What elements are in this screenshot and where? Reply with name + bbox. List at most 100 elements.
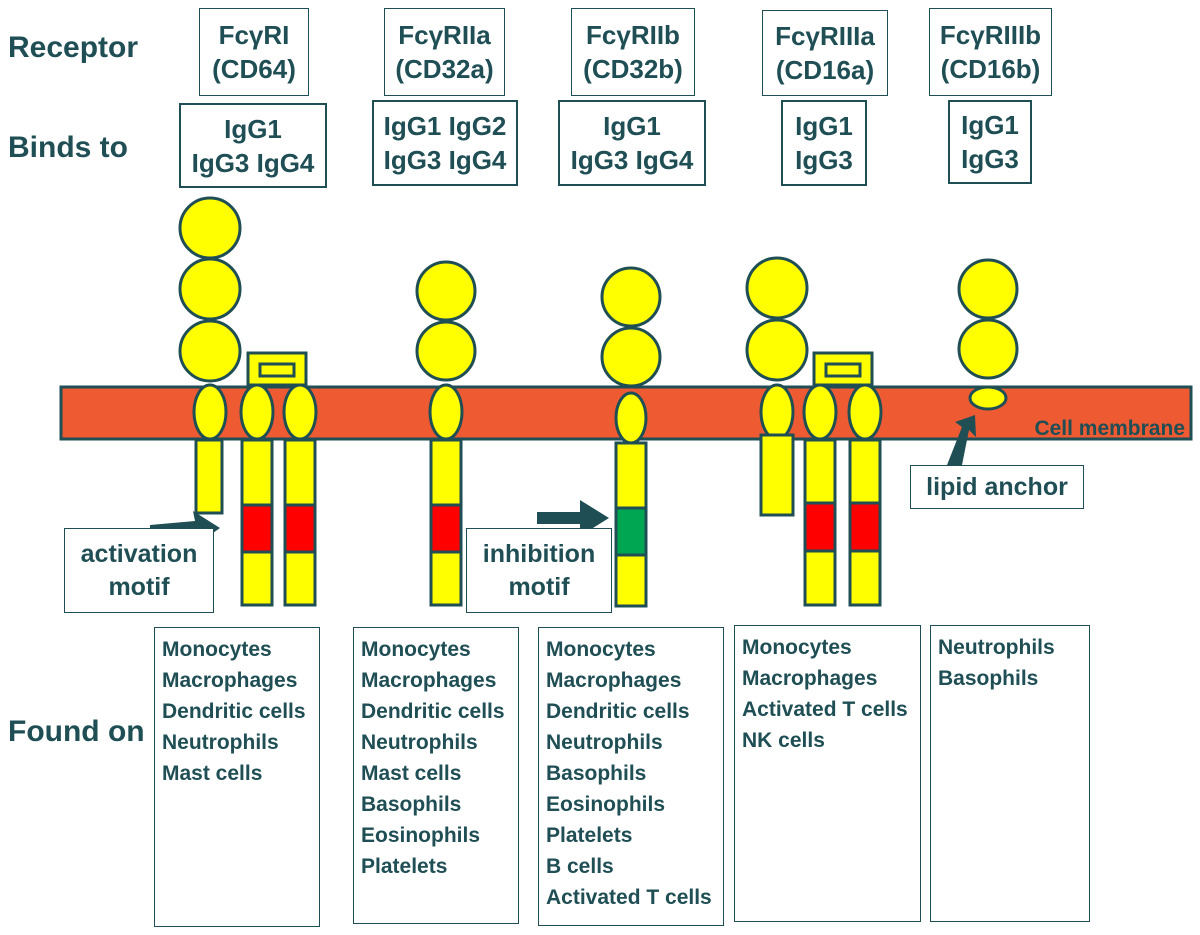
binds-line: IgG1 (224, 113, 282, 144)
cell-type: Dendritic cells (546, 700, 690, 723)
receptor-cd: (CD32a) (395, 54, 494, 84)
fcgriiia-tail (759, 433, 795, 517)
fcgriiib-ig-domain-2 (957, 318, 1019, 380)
inhibition-motif (614, 506, 648, 557)
fcgriib-ig-domain-2 (600, 326, 662, 388)
cell-type: Activated T cells (742, 698, 908, 721)
fcgriib-ig-domain-1 (600, 266, 662, 328)
receptor-cd: (CD16b) (940, 54, 1041, 84)
cell-type: Basophils (361, 793, 462, 816)
cell-type: Monocytes (742, 636, 852, 659)
cell-type: Macrophages (361, 669, 497, 692)
binds-line: IgG3 (961, 144, 1019, 174)
cell-type: Basophils (546, 762, 647, 785)
cell-type: Neutrophils (938, 636, 1055, 659)
inhibition-arrow (537, 500, 609, 536)
cell-type: Mast cells (162, 762, 263, 785)
cell-type: Activated T cells (546, 886, 712, 909)
cell-type: Monocytes (546, 638, 656, 661)
cell-type: Platelets (361, 855, 448, 878)
cell-type: Macrophages (742, 667, 878, 690)
fcgri-ig-domain-1 (178, 196, 242, 260)
cell-type: Basophils (938, 667, 1039, 690)
activation-motif (283, 503, 317, 554)
receptor-name: FcγRIIb (586, 20, 680, 50)
lipid-anchor-callout: lipid anchor (910, 465, 1084, 509)
binds-box-fcgriia: IgG1 IgG2 IgG3 IgG4 (372, 100, 518, 186)
fcgriib-transmembrane (614, 391, 648, 445)
receptor-box-fcgri: FcγRI (CD64) (199, 8, 309, 96)
fcgriiib-ig-domain-1 (957, 258, 1019, 320)
binds-line: IgG3 IgG4 (570, 145, 694, 175)
fcgri-tail (194, 438, 224, 515)
fcgri-ig-domain-2 (178, 257, 242, 321)
binds-line: IgG1 (795, 111, 853, 141)
binds-line: IgG3 IgG4 (191, 147, 315, 178)
cell-type: NK cells (742, 729, 825, 752)
fcgriiia-ig-domain-1 (745, 256, 809, 320)
inhibition-motif-callout: inhibition motif (466, 528, 612, 613)
callout-line: activation (80, 539, 198, 568)
callout-line: inhibition (482, 539, 596, 568)
fcgriiia-transmembrane (759, 383, 795, 441)
activation-motif (803, 501, 837, 553)
receptor-name: FcγRIIIb (939, 20, 1042, 50)
lipid-anchor-arrow (947, 415, 976, 475)
receptor-box-fcgriib: FcγRIIb (CD32b) (571, 8, 695, 96)
fcgriia-transmembrane (428, 383, 464, 441)
found-on-box-fcgriib: Monocytes Macrophages Dendritic cells Ne… (538, 627, 724, 926)
binds-box-fcgriib: IgG1 IgG3 IgG4 (558, 100, 706, 186)
binds-line: IgG1 (603, 111, 661, 141)
receptor-name: FcγRIIIa (775, 21, 875, 51)
cell-type: Neutrophils (361, 731, 478, 754)
receptor-row-label: Receptor (8, 31, 139, 64)
callout-line: motif (108, 572, 170, 601)
found-on-box-fcgriiib: Neutrophils Basophils (930, 625, 1090, 922)
fcgriiia-ig-domain-2 (745, 318, 809, 382)
binds-to-row-label: Binds to (8, 131, 128, 164)
lipid-anchor-shape (968, 385, 1008, 411)
activation-motif (240, 503, 274, 554)
activation-motif-callout: activation motif (64, 528, 214, 613)
gamma-chain-tm (802, 383, 838, 441)
binds-box-fcgriiia: IgG1 IgG3 (781, 100, 867, 186)
activation-motif (848, 501, 882, 553)
cell-type: Neutrophils (162, 731, 279, 754)
cell-type: Eosinophils (361, 824, 481, 847)
fcgriia-ig-domain-2 (415, 320, 477, 382)
receptor-cd: (CD64) (212, 54, 296, 84)
cell-type: Monocytes (361, 638, 471, 661)
cell-type: Macrophages (546, 669, 682, 692)
cell-type: Platelets (546, 824, 633, 847)
fcgriia-ig-domain-1 (415, 260, 477, 322)
binds-box-fcgriiib: IgG1 IgG3 (948, 100, 1032, 184)
found-on-row-label: Found on (8, 715, 145, 748)
gamma-chain-link (812, 351, 874, 387)
cell-type: Eosinophils (546, 793, 666, 816)
binds-line: IgG3 IgG4 (383, 145, 507, 175)
binds-line: IgG1 IgG2 (383, 111, 507, 141)
cell-type: Mast cells (361, 762, 462, 785)
binds-line: IgG3 (795, 145, 853, 175)
membrane-label: Cell membrane (1034, 417, 1185, 440)
callout-line: motif (508, 572, 570, 601)
found-on-box-fcgri: Monocytes Macrophages Dendritic cells Ne… (154, 627, 320, 927)
receptor-box-fcgriiib: FcγRIIIb (CD16b) (929, 8, 1052, 96)
receptor-box-fcgriia: FcγRIIa (CD32a) (384, 8, 505, 96)
receptor-name: FcγRI (218, 20, 290, 50)
receptor-cd: (CD16a) (775, 55, 875, 85)
callout-line: lipid anchor (926, 472, 1068, 501)
cell-type: B cells (546, 855, 614, 878)
gamma-chain-tm (239, 383, 275, 441)
cell-type: Monocytes (162, 638, 272, 661)
cell-type: Dendritic cells (162, 700, 306, 723)
receptor-name: FcγRIIa (398, 20, 491, 50)
activation-motif (429, 503, 463, 554)
receptor-cd: (CD32b) (583, 54, 683, 84)
receptor-box-fcgriiia: FcγRIIIa (CD16a) (762, 10, 888, 96)
gamma-chain-tm (282, 383, 318, 441)
binds-line: IgG1 (961, 110, 1019, 140)
cell-type: Neutrophils (546, 731, 663, 754)
fcgri-transmembrane (192, 383, 228, 441)
fcgri-ig-domain-3 (178, 319, 242, 383)
